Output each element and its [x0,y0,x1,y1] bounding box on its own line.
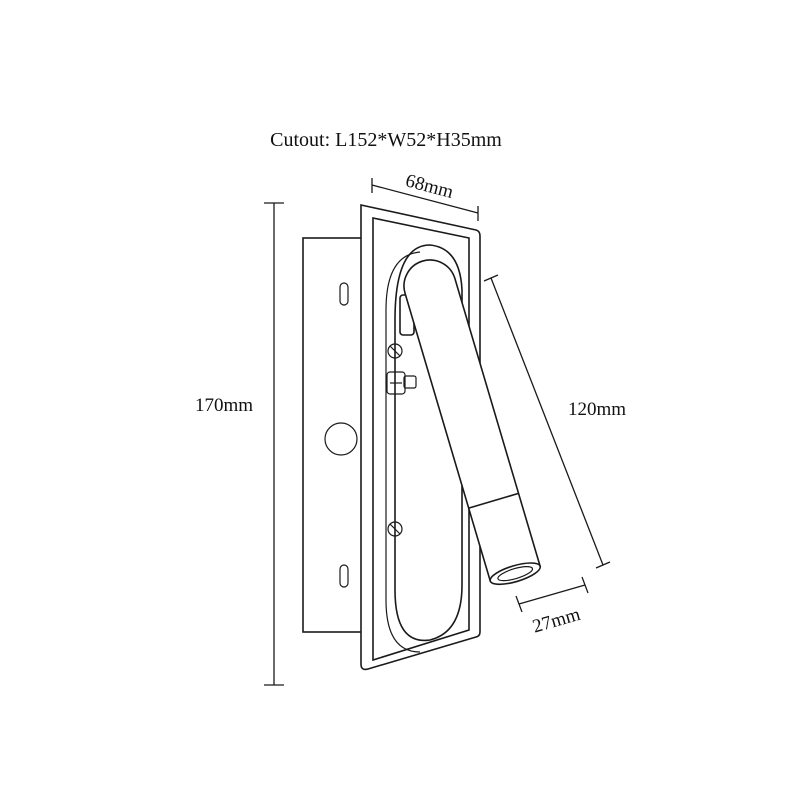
arm-length-label: 120mm [568,399,626,420]
toggle-switch [386,371,417,395]
dimension-head: 27mm [515,576,589,638]
dimension-arm: 120mm [483,274,626,569]
height-label: 170mm [195,395,253,416]
back-box [302,237,364,633]
dimension-height: 170mm [195,202,284,686]
mount-screws [387,343,403,537]
head-diameter-label: 27mm [530,604,583,638]
width-label: 68mm [403,170,456,203]
lamp-arm [399,259,542,586]
cutout-title: Cutout: L152*W52*H35mm [270,129,502,151]
